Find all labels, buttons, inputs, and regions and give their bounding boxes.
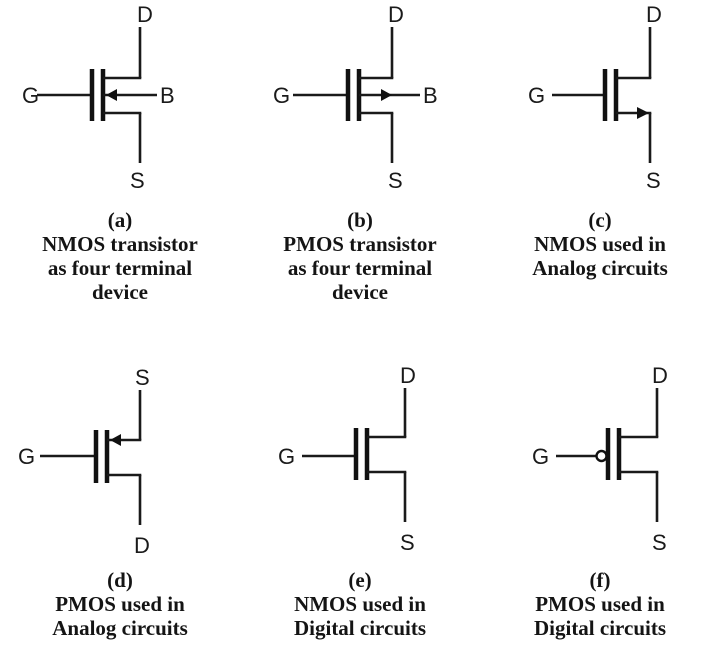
transistor-symbol-a: B D S G [22, 2, 175, 193]
transistor-symbol-e: D S G [278, 363, 416, 555]
caption-line: Digital circuits [293, 616, 426, 640]
terminal-label-top: D [137, 2, 153, 27]
terminal-label-gate: G [528, 83, 545, 108]
terminal-label-top: D [646, 2, 662, 27]
terminal-label-gate: G [278, 444, 295, 469]
body-arrow-icon [106, 89, 117, 101]
transistor-symbol-b: B D S G [273, 2, 438, 193]
source-arrow-icon [110, 434, 121, 446]
terminal-label-body: B [423, 83, 438, 108]
terminal-label-body: B [160, 83, 175, 108]
caption-line: PMOS used in [535, 592, 665, 616]
transistor-symbol-f: D S G [532, 363, 668, 555]
caption-line: Analog circuits [532, 256, 668, 280]
caption-line: Analog circuits [52, 616, 188, 640]
caption-line: PMOS used in [55, 592, 185, 616]
terminal-label-top: D [400, 363, 416, 388]
terminal-label-bottom: S [646, 168, 661, 193]
terminal-label-bottom: S [652, 530, 667, 555]
caption-line: device [92, 280, 148, 304]
terminal-label-gate: G [18, 444, 35, 469]
terminal-label-gate: G [532, 444, 549, 469]
terminal-label-bottom: S [130, 168, 145, 193]
terminal-label-gate: G [273, 83, 290, 108]
caption-line: PMOS transistor [283, 232, 437, 256]
panel-tag: (b) [347, 208, 373, 232]
source-arrow-icon [637, 107, 649, 119]
panel-tag: (a) [107, 208, 133, 232]
caption-line: Digital circuits [533, 616, 666, 640]
terminal-label-bottom: S [388, 168, 403, 193]
gate-inversion-bubble [595, 449, 608, 463]
body-arrow-icon [381, 89, 392, 101]
caption-line: NMOS used in [294, 592, 426, 616]
terminal-label-top: D [652, 363, 668, 388]
transistor-symbol-c: D S G [528, 2, 662, 193]
panel-tag: (d) [107, 568, 133, 592]
panel-tag: (c) [588, 208, 612, 232]
panel-tag: (f) [589, 568, 611, 592]
terminal-label-top: D [388, 2, 404, 27]
terminal-label-bottom: S [400, 530, 415, 555]
terminal-label-top: S [135, 365, 150, 390]
caption-line: as four terminal [287, 256, 433, 280]
terminal-label-gate: G [22, 83, 39, 108]
caption-line: NMOS used in [534, 232, 666, 256]
panel-tag: (e) [348, 568, 372, 592]
caption-line: as four terminal [47, 256, 193, 280]
caption-line: NMOS transistor [42, 232, 198, 256]
transistor-symbol-d: S D G [18, 365, 150, 558]
caption-line: device [332, 280, 388, 304]
terminal-label-bottom: D [134, 533, 150, 558]
